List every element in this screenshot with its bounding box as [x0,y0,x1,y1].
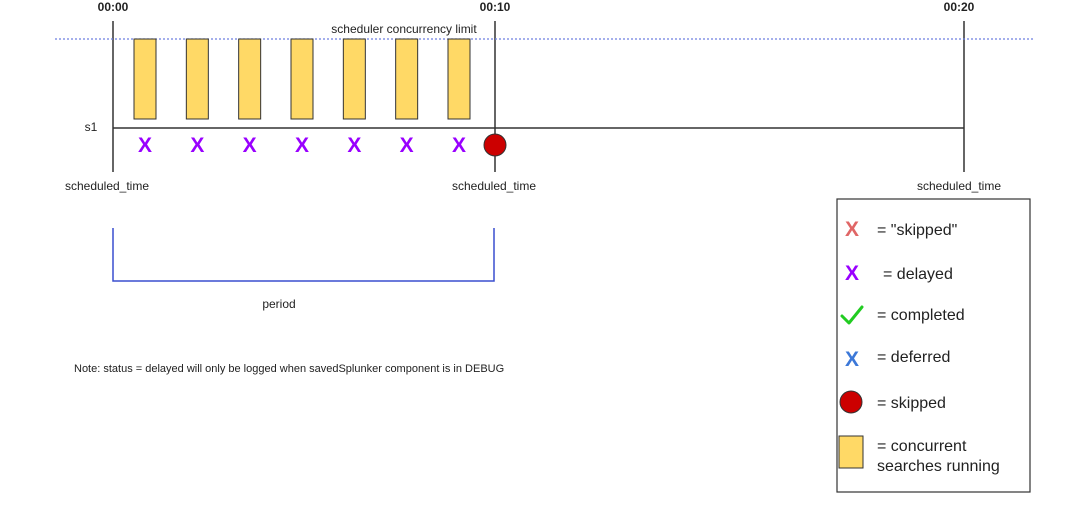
legend-item-concurrent-line2: searches running [877,458,1000,475]
legend-item-concurrent: = concurrent [877,438,967,455]
concurrent-search-bar [395,38,419,120]
debug-note: Note: status = delayed will only be logg… [74,363,504,375]
concurrent-search-bar [133,38,157,120]
row-label-s1: s1 [85,120,98,134]
period-bracket [112,228,495,282]
delayed-x-icon: X [295,134,309,157]
legend-box: X = "skipped" X = delayed = completed X … [836,198,1031,493]
delayed-x-icon: X [190,134,204,157]
concurrent-search-bar [238,38,262,120]
red-circle-icon [839,390,863,414]
concurrent-search-bar [342,38,366,120]
legend-item-deferred: = deferred [877,349,950,366]
delayed-x-icon: X [347,134,361,157]
delayed-x-icon: X [452,134,466,157]
scheduled-time-label: scheduled_time [917,179,1001,193]
legend-item-skipped-quoted: = "skipped" [877,222,957,239]
legend-item-skipped: = skipped [877,395,946,412]
concurrency-limit-label: scheduler concurrency limit [331,22,477,36]
skipped-circle-icon [483,133,507,157]
time-label-0020: 00:20 [944,0,975,14]
delayed-x-icon: X [138,134,152,157]
skipped-x-icon: X [845,218,859,241]
delayed-x-icon: X [243,134,257,157]
delayed-x-icon: X [845,262,859,285]
scheduled-time-label: scheduled_time [65,179,149,193]
scheduled-time-label: scheduled_time [452,179,536,193]
delayed-x-icon: X [400,134,414,157]
check-mark-icon [840,305,864,325]
time-label-0010: 00:10 [480,0,511,14]
legend-frame [836,198,1031,493]
concurrent-search-bar [447,38,471,120]
yellow-box-icon [838,435,864,469]
legend-item-completed: = completed [877,307,965,324]
concurrent-search-bars [133,38,471,120]
concurrent-search-bar [290,38,314,120]
concurrent-search-bar [185,38,209,120]
time-label-0000: 00:00 [98,0,129,14]
deferred-x-icon: X [845,348,859,371]
period-label: period [262,297,295,311]
legend-item-delayed: = delayed [883,266,953,283]
